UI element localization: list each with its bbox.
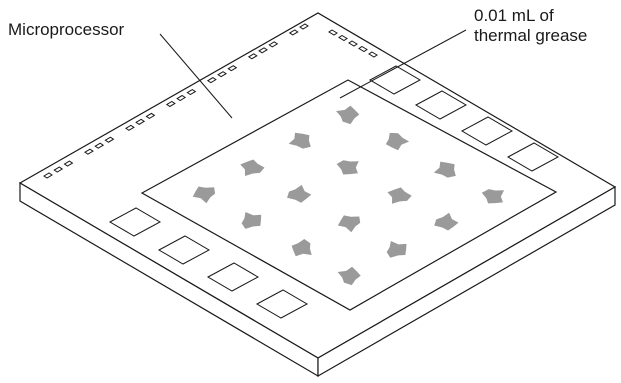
pin (94, 142, 105, 149)
thermal-grease-dot (337, 266, 361, 286)
pin (135, 118, 146, 125)
grease-leader-line (339, 29, 467, 99)
thermal-grease-label-line2: thermal grease (474, 26, 588, 45)
thermal-grease-dot (385, 132, 410, 151)
microprocessor-label: Microprocessor (8, 20, 125, 39)
pin (145, 112, 156, 119)
thermal-grease-dot (386, 241, 407, 258)
pin (358, 45, 368, 53)
contact-pad (368, 65, 422, 95)
pin (124, 124, 135, 131)
pin (186, 88, 197, 96)
pin (348, 40, 358, 47)
thermal-grease-dots (192, 105, 505, 286)
pin (104, 136, 115, 143)
pin (268, 41, 279, 48)
thermal-grease-label: 0.01 mL of thermal grease (474, 6, 587, 46)
pin (217, 71, 228, 78)
contact-pad (414, 90, 468, 120)
thermal-grease-label-line1: 0.01 mL of (474, 6, 554, 25)
contact-pad (157, 235, 211, 265)
pin (288, 29, 299, 36)
thermal-grease-dot (481, 189, 505, 204)
pin (84, 148, 94, 155)
pin (247, 53, 258, 60)
thermal-grease-dot (291, 239, 312, 257)
thermal-grease-dot (336, 160, 359, 175)
contact-pad (506, 142, 560, 172)
thermal-grease-dot (337, 215, 361, 233)
thermal-grease-dot (241, 212, 262, 229)
pin (176, 94, 187, 102)
pin (53, 166, 64, 173)
pin (206, 77, 217, 84)
thermal-grease-dot (434, 212, 459, 231)
thermal-grease-dot (192, 186, 216, 204)
pin (63, 160, 74, 167)
thermal-grease-dot (288, 132, 311, 149)
pin (328, 29, 338, 36)
pin (368, 51, 378, 58)
thermal-grease-dot (387, 187, 412, 204)
pin (258, 47, 268, 54)
microprocessor-leader-line (159, 33, 233, 119)
pin (299, 23, 309, 30)
pin (227, 65, 238, 72)
contact-pad (255, 289, 309, 319)
contact-pad (206, 262, 260, 292)
upper-left-pin-row (43, 23, 309, 179)
thermal-grease-dot (240, 159, 265, 176)
die-surface (140, 79, 558, 311)
thermal-grease-dot (287, 184, 312, 203)
thermal-grease-dot (336, 105, 360, 125)
left-contact-pads (108, 207, 309, 319)
upper-right-pin-row (328, 29, 378, 58)
contact-pad (108, 207, 162, 237)
pin (165, 100, 176, 108)
pin (338, 34, 348, 42)
thermal-grease-dot (433, 161, 456, 178)
pin (43, 172, 53, 179)
right-contact-pads (368, 65, 560, 172)
contact-pad (460, 116, 514, 146)
package-right-side (317, 185, 616, 378)
